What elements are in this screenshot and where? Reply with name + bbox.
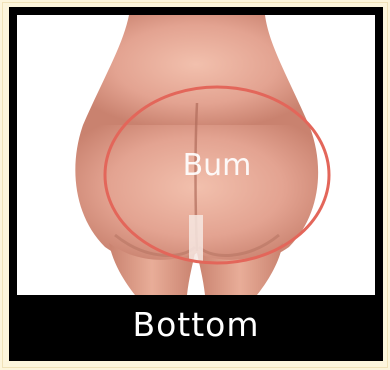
body-part-illustration: Bum [17,15,375,295]
card-frame: Bum Bottom [9,7,383,361]
region-label: Bum [183,148,252,183]
human-body-rear-view-icon: Bum [17,15,375,295]
caption-word: Bottom [17,295,375,353]
vocabulary-card[interactable]: Bum Bottom [2,2,388,368]
